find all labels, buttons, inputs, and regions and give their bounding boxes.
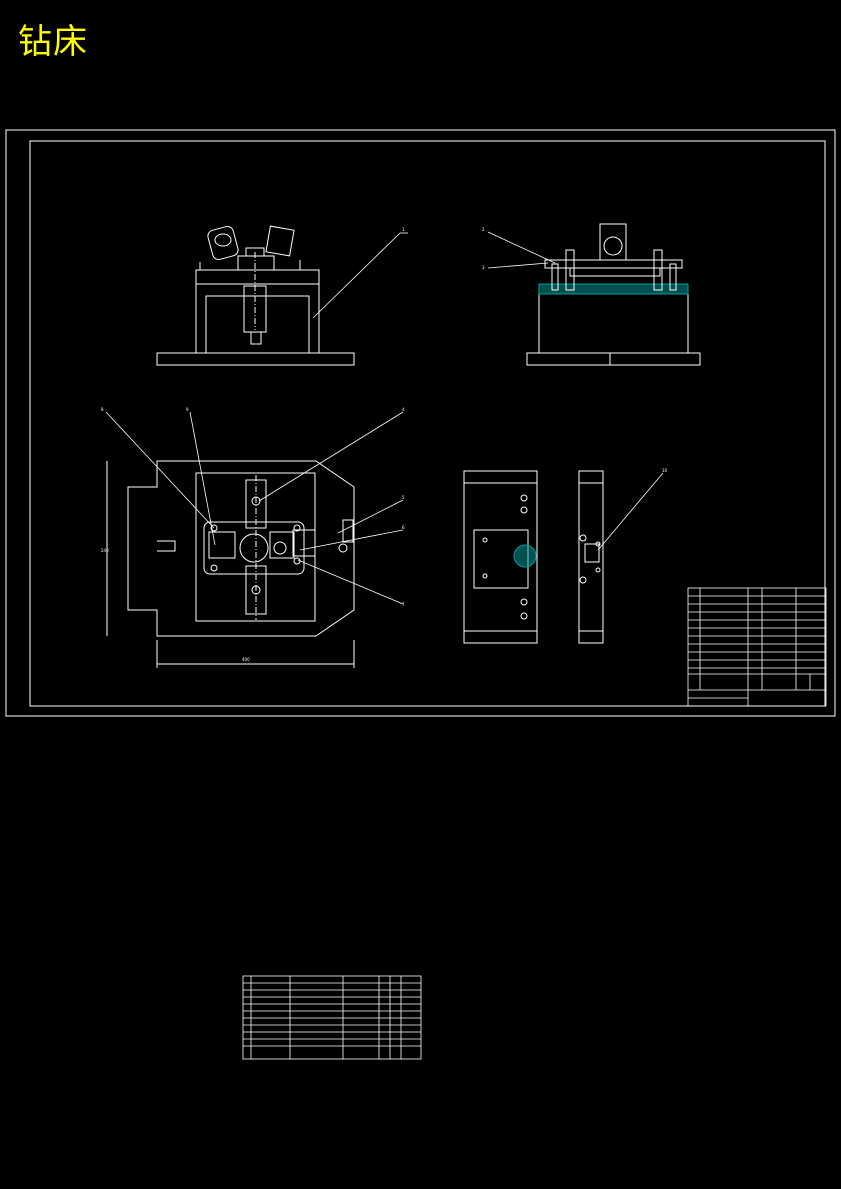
page-title: 钻床 (18, 22, 88, 62)
inner-border (29, 140, 826, 707)
callout-7: 7 (402, 602, 405, 607)
callout-8: 8 (101, 407, 104, 412)
callout-6: 6 (402, 525, 405, 530)
side-view (526, 223, 701, 366)
callout-9: 9 (186, 407, 189, 412)
leader-lines (105, 231, 664, 605)
section-views (463, 470, 604, 644)
callout-1: 1 (402, 227, 405, 232)
dimension-height: 240 (101, 548, 109, 553)
front-view (156, 225, 355, 366)
revision-table (242, 975, 422, 1060)
plan-view (106, 460, 355, 668)
callout-5: 5 (402, 495, 405, 500)
title-block (687, 587, 827, 707)
callout-4: 4 (402, 407, 405, 412)
outer-border (5, 129, 836, 717)
callout-2: 2 (482, 227, 485, 232)
callout-10: 10 (662, 468, 668, 473)
callout-labels: 1 2 3 8 9 4 5 6 7 10 400 240 (101, 227, 668, 662)
dimension-width: 400 (242, 657, 250, 662)
callout-3: 3 (482, 265, 485, 270)
